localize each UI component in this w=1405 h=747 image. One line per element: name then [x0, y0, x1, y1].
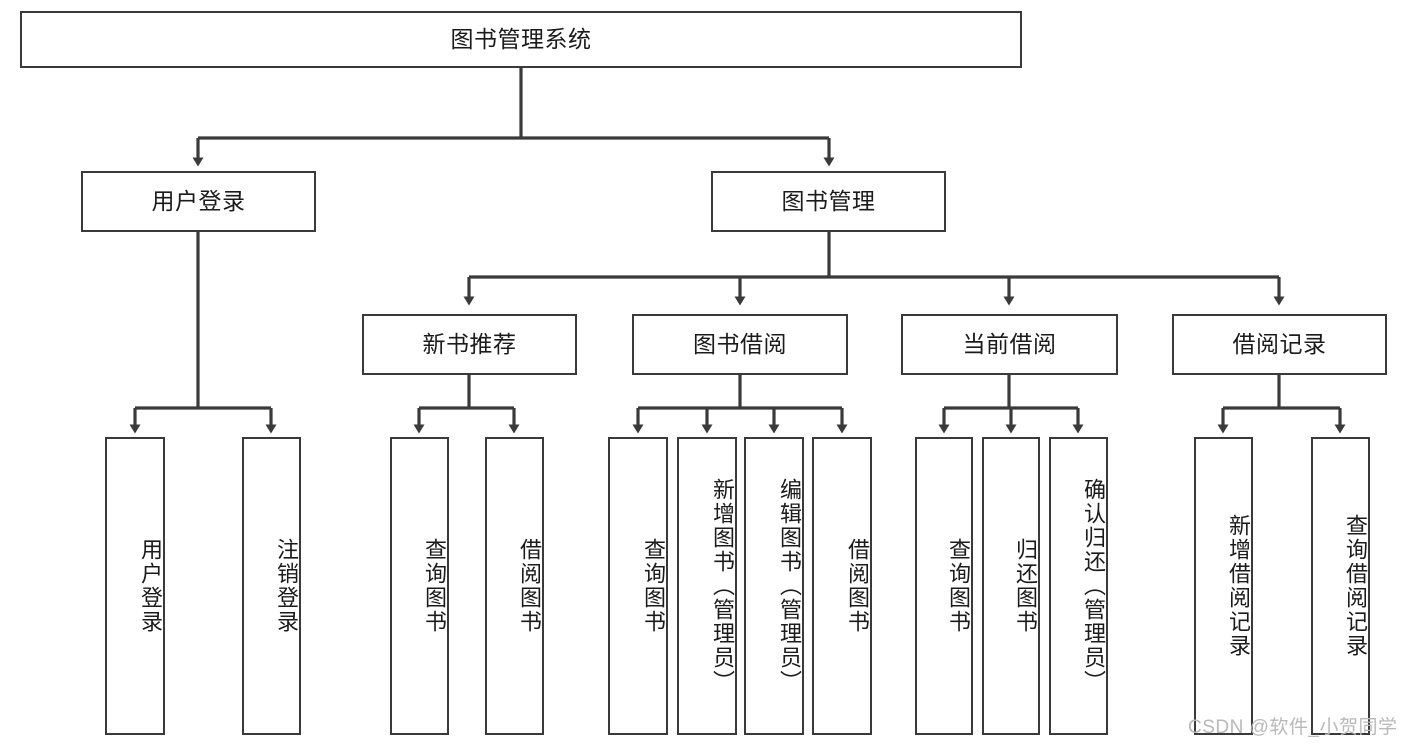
- node-leaf-add-borrow-record-label: 新增借阅记录: [1226, 514, 1251, 658]
- node-root-label: 图书管理系统: [450, 25, 592, 52]
- node-leaf-query-borrow-record-label: 查询借阅记录: [1343, 514, 1368, 658]
- node-current-borrow-label: 当前借阅: [962, 330, 1057, 357]
- node-leaf-edit-book-admin[interactable]: 编辑图书（管理员）: [744, 437, 804, 735]
- node-leaf-logout-login-label: 注销登录: [274, 538, 299, 634]
- node-leaf-query-book-1[interactable]: 查询图书: [390, 437, 449, 735]
- node-leaf-borrow-book-1-label: 借阅图书: [517, 538, 542, 634]
- node-leaf-query-book-2[interactable]: 查询图书: [608, 437, 668, 735]
- node-current-borrow[interactable]: 当前借阅: [901, 314, 1118, 375]
- node-leaf-borrow-book-2-label: 借阅图书: [845, 538, 870, 634]
- node-leaf-borrow-book-2[interactable]: 借阅图书: [812, 437, 872, 735]
- node-leaf-return-book-label: 归还图书: [1013, 538, 1038, 634]
- node-root[interactable]: 图书管理系统: [20, 11, 1022, 68]
- node-leaf-borrow-book-1[interactable]: 借阅图书: [485, 437, 544, 735]
- node-leaf-add-book-admin[interactable]: 新增图书（管理员）: [677, 437, 737, 735]
- node-leaf-confirm-return-admin[interactable]: 确认归还（管理员）: [1049, 437, 1108, 735]
- node-leaf-query-book-1-label: 查询图书: [422, 538, 447, 634]
- node-new-book-recommend-label: 新书推荐: [422, 330, 517, 357]
- node-user-login-label: 用户登录: [151, 187, 246, 214]
- node-leaf-logout-login[interactable]: 注销登录: [242, 437, 301, 735]
- node-leaf-return-book[interactable]: 归还图书: [982, 437, 1040, 735]
- node-borrow-record-label: 借阅记录: [1232, 330, 1327, 357]
- node-leaf-user-login-label: 用户登录: [138, 538, 163, 634]
- node-book-manage-label: 图书管理: [781, 187, 876, 214]
- node-leaf-query-book-3-label: 查询图书: [946, 538, 971, 634]
- node-leaf-add-borrow-record[interactable]: 新增借阅记录: [1194, 437, 1253, 735]
- node-leaf-edit-book-admin-label: 编辑图书（管理员）: [777, 478, 802, 694]
- node-book-borrow[interactable]: 图书借阅: [632, 314, 848, 375]
- node-leaf-query-book-2-label: 查询图书: [641, 538, 666, 634]
- node-new-book-recommend[interactable]: 新书推荐: [362, 314, 577, 375]
- node-leaf-confirm-return-admin-label: 确认归还（管理员）: [1081, 478, 1106, 694]
- node-leaf-query-borrow-record[interactable]: 查询借阅记录: [1311, 437, 1370, 735]
- node-borrow-record[interactable]: 借阅记录: [1172, 314, 1387, 375]
- node-leaf-user-login[interactable]: 用户登录: [105, 437, 165, 735]
- node-user-login[interactable]: 用户登录: [81, 171, 316, 232]
- node-leaf-add-book-admin-label: 新增图书（管理员）: [710, 478, 735, 694]
- node-book-borrow-label: 图书借阅: [693, 330, 787, 357]
- node-leaf-query-book-3[interactable]: 查询图书: [915, 437, 973, 735]
- node-book-manage[interactable]: 图书管理: [711, 171, 946, 232]
- csdn-watermark: CSDN @软件_小贺同学: [1188, 717, 1398, 738]
